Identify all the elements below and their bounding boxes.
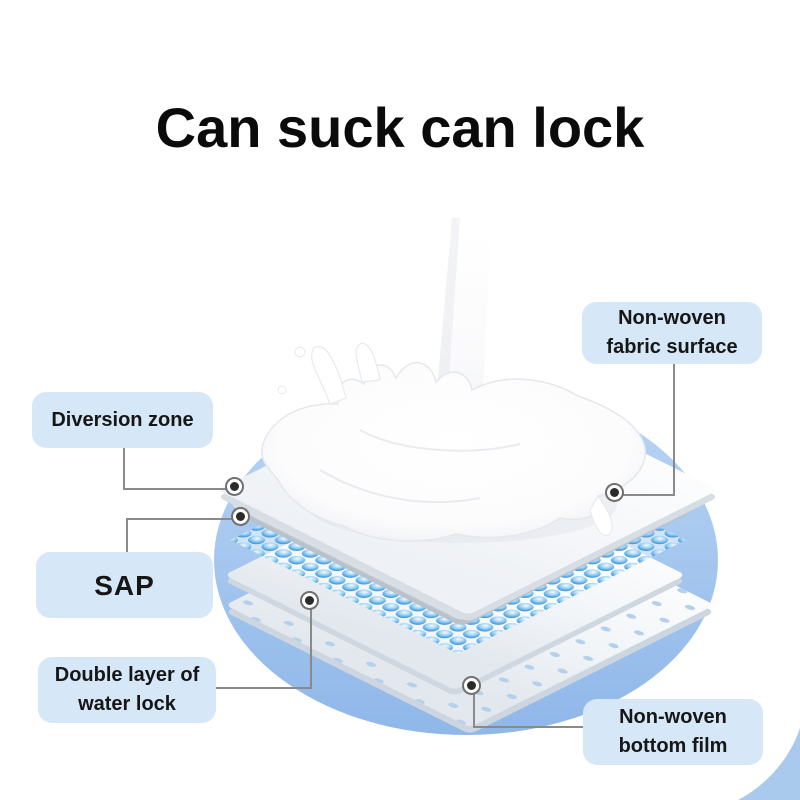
anchor-dot-water-lock <box>302 593 317 608</box>
leader-line-fabric-surface <box>673 362 675 496</box>
callout-line: Diversion zone <box>51 408 194 431</box>
anchor-dot-bottom-film <box>464 678 479 693</box>
callout-line: SAP <box>94 569 155 601</box>
leader-line-sap <box>126 518 128 555</box>
anchor-dot-sap <box>233 509 248 524</box>
callout-diversion-zone: Diversion zone <box>32 392 213 448</box>
milk-splash <box>260 342 646 542</box>
callout-non-woven-fabric-surface: Non-woven fabric surface <box>582 302 762 364</box>
callout-line: Non-woven <box>618 307 726 329</box>
leader-line-sap <box>126 518 237 520</box>
leader-line-bottom-film <box>473 694 475 728</box>
callout-line: Non-woven <box>619 706 727 728</box>
leader-line-fabric-surface <box>622 494 675 496</box>
callout-sap: SAP <box>36 552 213 618</box>
callout-double-layer-water-lock: Double layer of water lock <box>38 657 216 723</box>
leader-line-water-lock <box>310 609 312 689</box>
callout-line: fabric surface <box>606 336 738 358</box>
corner-accent <box>738 728 800 800</box>
callout-line: Double layer of <box>54 664 200 686</box>
anchor-dot-fabric-surface <box>607 485 622 500</box>
leader-line-bottom-film <box>473 726 584 728</box>
leader-line-water-lock <box>214 687 312 689</box>
leader-line-diversion-zone <box>123 440 125 490</box>
page-title: Can suck can lock <box>155 96 645 159</box>
leader-line-diversion-zone <box>123 488 231 490</box>
callout-non-woven-bottom-film: Non-woven bottom film <box>583 699 763 765</box>
anchor-dot-diversion-zone <box>227 479 242 494</box>
callout-line: bottom film <box>618 735 728 757</box>
callout-line: water lock <box>78 693 176 715</box>
